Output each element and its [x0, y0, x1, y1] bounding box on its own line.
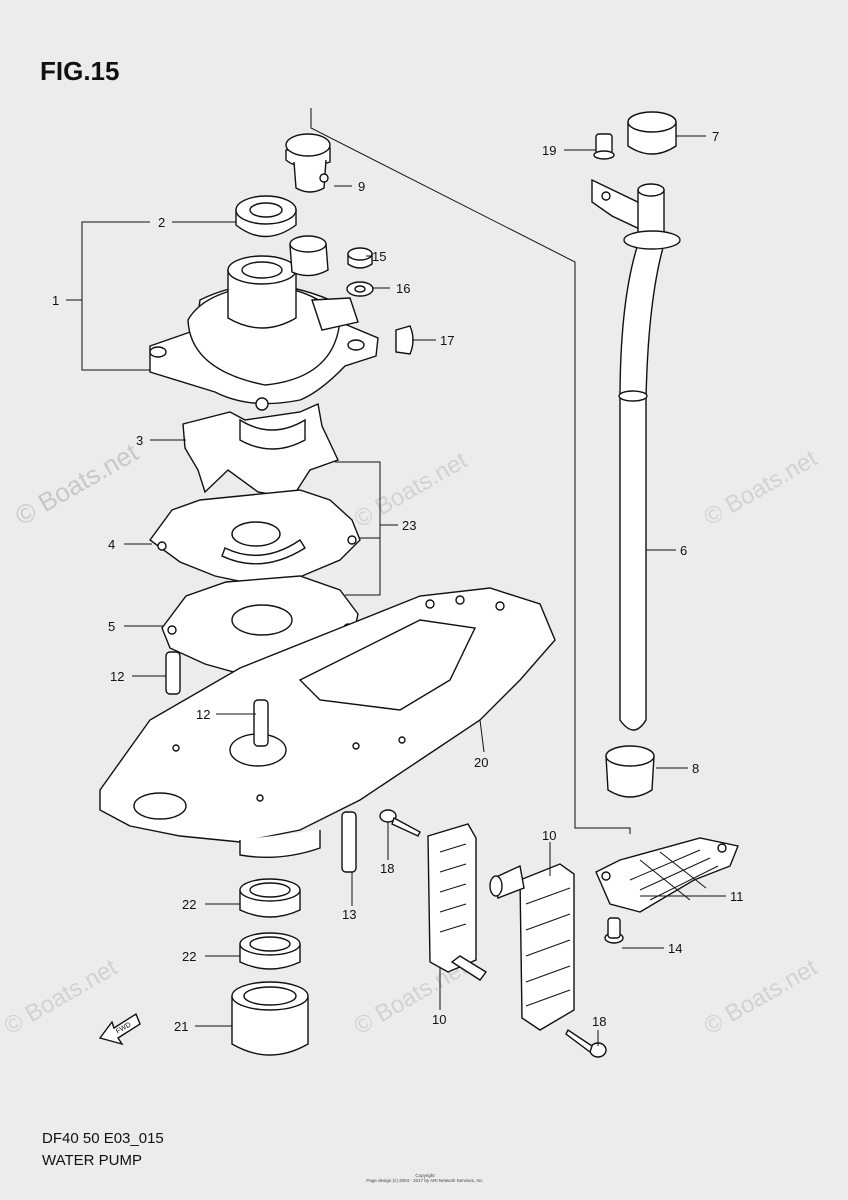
callout-23: 23: [402, 518, 416, 533]
bracket-23: [335, 461, 381, 596]
callout-1: 1: [52, 293, 59, 308]
part-3-impeller: [182, 402, 339, 499]
callout-4: 4: [108, 537, 115, 552]
part-13-stud: [341, 811, 357, 873]
callout-8: 8: [692, 761, 699, 776]
part-21-bearing: [231, 981, 309, 1056]
bracket-1: [81, 221, 150, 371]
part-10-screen-b: [489, 863, 575, 1031]
callout-2: 2: [158, 215, 165, 230]
part-22-bushing-a: [239, 878, 301, 918]
part-11-screen-plate: [595, 837, 739, 913]
callout-3: 3: [136, 433, 143, 448]
fwd-arrow-icon: FWD: [98, 1012, 141, 1046]
part-12-stud-b: [253, 699, 269, 747]
callout-22-top: 22: [182, 897, 196, 912]
callout-11: 11: [730, 889, 744, 904]
callout-10-bottom: 10: [432, 1012, 446, 1027]
copyright-line-1: Copyright: [415, 1173, 435, 1178]
callout-19: 19: [542, 143, 556, 158]
callout-labels: 1 2 3 4 5 6 7 8 9 10 10 11 12 12 13 14 1…: [52, 129, 744, 1034]
part-18-screw-a: [379, 809, 421, 837]
copyright-line-2: Page design (c) 2004 - 2017 by ARI Netwo…: [366, 1178, 484, 1183]
part-4-plate: [149, 489, 361, 591]
callout-20: 20: [474, 755, 488, 770]
callout-7: 7: [712, 129, 719, 144]
part-14-bolt: [604, 917, 624, 944]
copyright-notice: Copyright Page design (c) 2004 - 2017 by…: [340, 1173, 510, 1183]
figure-title: FIG.15: [40, 56, 120, 86]
callout-leaders: [124, 135, 726, 1046]
callout-13: 13: [342, 907, 356, 922]
callout-12-center: 12: [196, 707, 210, 722]
watermark-right: © Boats.net: [700, 445, 823, 531]
assembly-guide-line: [310, 108, 631, 834]
watermark-bottom-right: © Boats.net: [700, 954, 823, 1040]
callout-16: 16: [396, 281, 410, 296]
part-17-key: [395, 325, 414, 355]
part-10-screen-a: [427, 823, 488, 981]
part-8-grommet: [605, 745, 655, 798]
callout-18-left: 18: [380, 861, 394, 876]
part-2-seal: [235, 195, 297, 238]
part-19-bolt: [593, 133, 615, 160]
part-6-hose: [591, 178, 681, 731]
part-16-washer: [346, 281, 374, 297]
callout-18-right: 18: [592, 1014, 606, 1029]
callout-14: 14: [668, 941, 682, 956]
callout-9: 9: [358, 179, 365, 194]
callout-22-bottom: 22: [182, 949, 196, 964]
part-22-bushing-b: [239, 932, 301, 970]
callout-5: 5: [108, 619, 115, 634]
part-20-lower-plate: [99, 587, 556, 859]
footer-code: DF40 50 E03_015: [42, 1130, 164, 1147]
footer-name: WATER PUMP: [42, 1152, 142, 1169]
callout-17: 17: [440, 333, 454, 348]
watermark-main: © Boats.net: [10, 437, 144, 531]
part-7-grommet: [627, 111, 677, 155]
callout-12-left: 12: [110, 669, 124, 684]
part-9-cap: [285, 133, 331, 193]
part-12-stud-a: [165, 651, 181, 695]
callout-6: 6: [680, 543, 687, 558]
watermark-bottom-left: © Boats.net: [0, 954, 122, 1040]
callout-15: 15: [372, 249, 386, 264]
part-15-nut: [347, 247, 373, 269]
part-18-screw-b: [565, 1028, 607, 1058]
part-1-pump-housing: [149, 235, 379, 411]
callout-10-top: 10: [542, 828, 556, 843]
callout-21: 21: [174, 1019, 188, 1034]
